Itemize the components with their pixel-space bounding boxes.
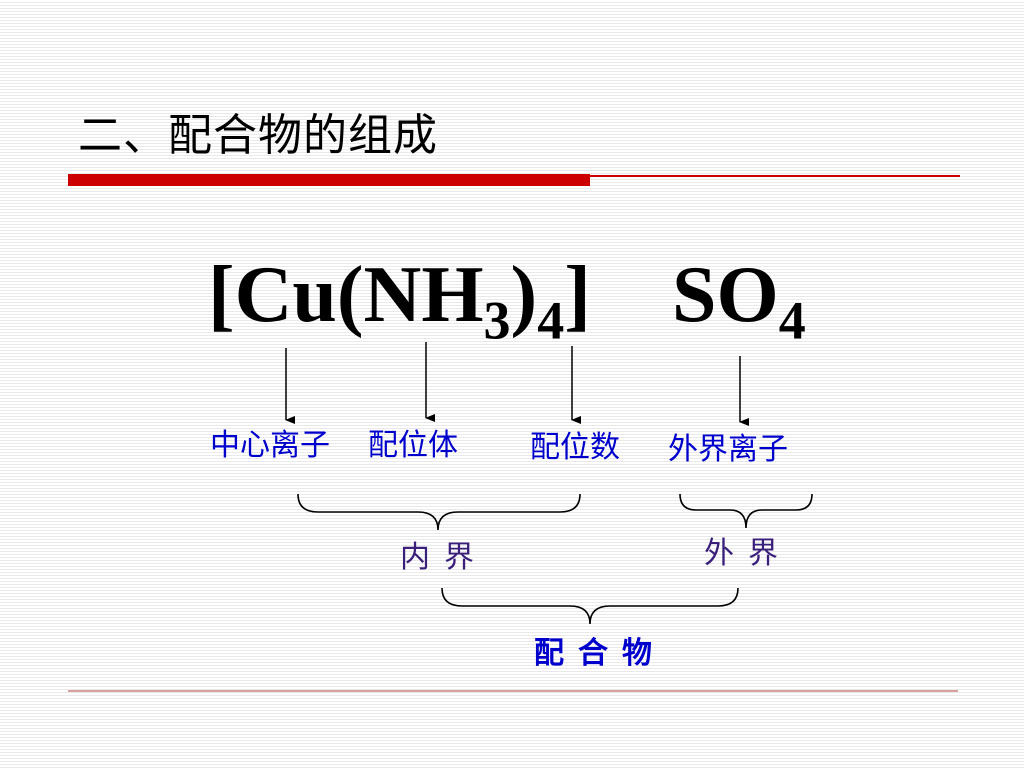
ligand-count-subscript: 4 (537, 290, 565, 351)
bracket-open: [ (208, 251, 235, 339)
complex-ion-formula: [Cu(NH3)4] (208, 250, 591, 347)
paren-open: ( (336, 251, 364, 339)
counter-ion-subscript: 4 (778, 290, 806, 351)
brace-complex (441, 587, 739, 625)
brace-outer-sphere (679, 493, 813, 529)
paren-close: ) (510, 251, 538, 339)
label-coordination-number: 配位数 (530, 430, 620, 465)
label-ligand: 配位体 (368, 428, 458, 463)
metal-symbol: Cu (234, 251, 337, 339)
label-complex: 配合物 (534, 636, 666, 671)
label-inner-sphere: 内界 (400, 540, 488, 575)
bracket-close: ] (564, 251, 591, 339)
counter-ion-formula: SO4 (672, 250, 806, 347)
label-outer-sphere: 外界 (704, 536, 792, 571)
label-central-ion: 中心离子 (210, 428, 330, 463)
ligand-symbol: NH (363, 251, 484, 339)
label-outer-ion: 外界离子 (668, 432, 788, 467)
ligand-subscript: 3 (483, 290, 511, 351)
footer-rule (68, 690, 958, 692)
counter-ion-symbol: SO (672, 251, 779, 339)
slide-title: 二、配合物的组成 (78, 110, 438, 161)
title-underline-thin (590, 175, 960, 177)
title-underline-bar (68, 174, 590, 186)
brace-inner-sphere (297, 493, 581, 531)
